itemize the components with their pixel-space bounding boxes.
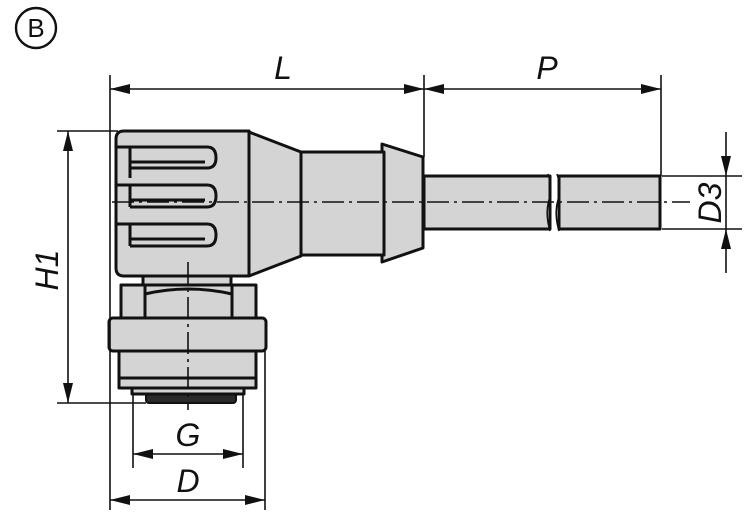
dimension-cable-diameter: D3 bbox=[692, 132, 731, 273]
dimension-height: H1 bbox=[29, 131, 73, 403]
strain-relief bbox=[380, 142, 425, 264]
dimension-cable-length: P bbox=[424, 50, 661, 94]
view-badge-label: B bbox=[27, 13, 44, 43]
dimension-thread: G bbox=[133, 417, 243, 459]
sleeve bbox=[299, 150, 386, 257]
dimension-length: L bbox=[110, 50, 424, 94]
dimension-label-length: L bbox=[274, 50, 292, 86]
dimension-label-diameter: D bbox=[176, 463, 199, 499]
view-badge: B bbox=[14, 6, 58, 50]
dimension-label-height: H1 bbox=[29, 250, 65, 291]
centerlines bbox=[112, 201, 690, 410]
grip-ribs bbox=[116, 145, 218, 248]
dimension-diameter: D bbox=[110, 463, 265, 505]
connector-body bbox=[107, 129, 662, 404]
grip-housing bbox=[114, 129, 251, 278]
dimension-label-cable-diameter: D3 bbox=[692, 182, 728, 223]
dimension-label-thread: G bbox=[176, 417, 201, 453]
neck bbox=[247, 130, 303, 278]
dimension-label-cable-length: P bbox=[536, 50, 558, 86]
